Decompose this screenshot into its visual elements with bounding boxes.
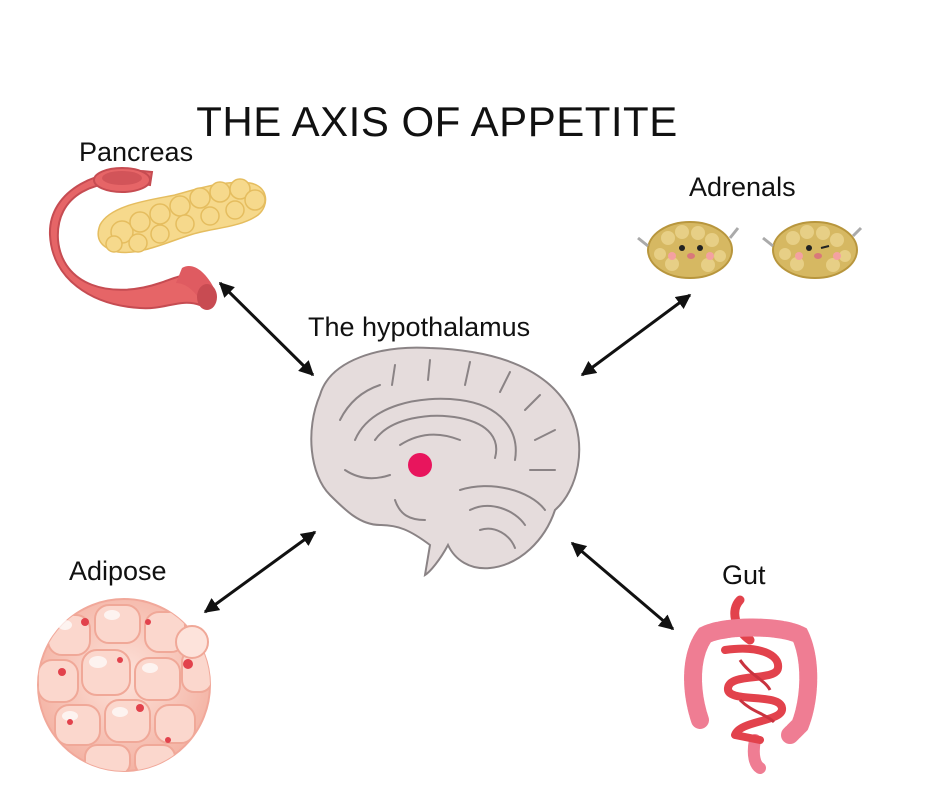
adipose-icon [37,598,211,772]
gut-icon [684,595,818,774]
label-adipose: Adipose [69,556,167,586]
brain-icon [310,346,581,577]
label-adrenals: Adrenals [689,172,796,202]
hypothalamus-marker [408,453,432,477]
diagram-title: THE AXIS OF APPETITE [196,98,678,145]
arrow-adipose-hypothalamus [203,530,317,614]
arrow-adrenals-hypothalamus [580,293,692,377]
arrow-gut-hypothalamus [570,541,675,631]
label-pancreas: Pancreas [79,137,194,167]
label-hypothalamus: The hypothalamus [308,312,531,342]
adrenal-icon [637,221,863,279]
arrow-pancreas-hypothalamus [218,281,315,377]
pancreas-icon [48,167,267,310]
label-gut: Gut [722,560,766,590]
